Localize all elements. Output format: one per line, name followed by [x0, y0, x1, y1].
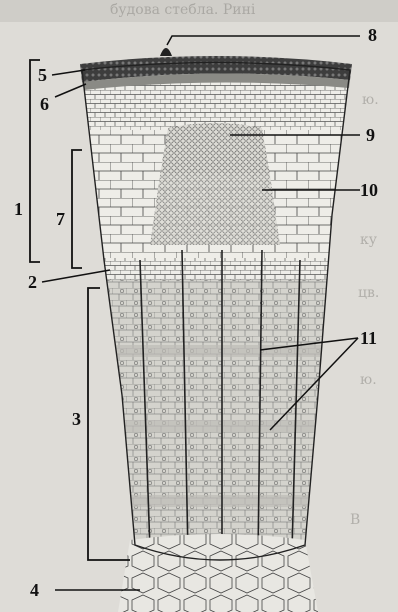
pith — [118, 534, 318, 612]
bg-text-r4: ю. — [360, 372, 377, 388]
label-6: 6 — [40, 95, 49, 113]
label-3: 3 — [72, 410, 81, 428]
label-11: 11 — [360, 329, 377, 347]
bg-text-r3: цв. — [358, 285, 379, 301]
bg-text-top: будова стебла. Рині — [110, 2, 255, 18]
label-10: 10 — [360, 181, 378, 199]
label-8: 8 — [368, 26, 377, 44]
bg-text-r1: ю. — [362, 92, 379, 108]
bg-text-bottom: В — [350, 512, 360, 528]
label-4: 4 — [30, 581, 39, 599]
bg-text-r2: ку — [360, 232, 377, 248]
label-2: 2 — [28, 273, 37, 291]
label-5: 5 — [38, 66, 47, 84]
label-9: 9 — [366, 126, 375, 144]
label-1: 1 — [14, 200, 23, 218]
label-7: 7 — [56, 210, 65, 228]
